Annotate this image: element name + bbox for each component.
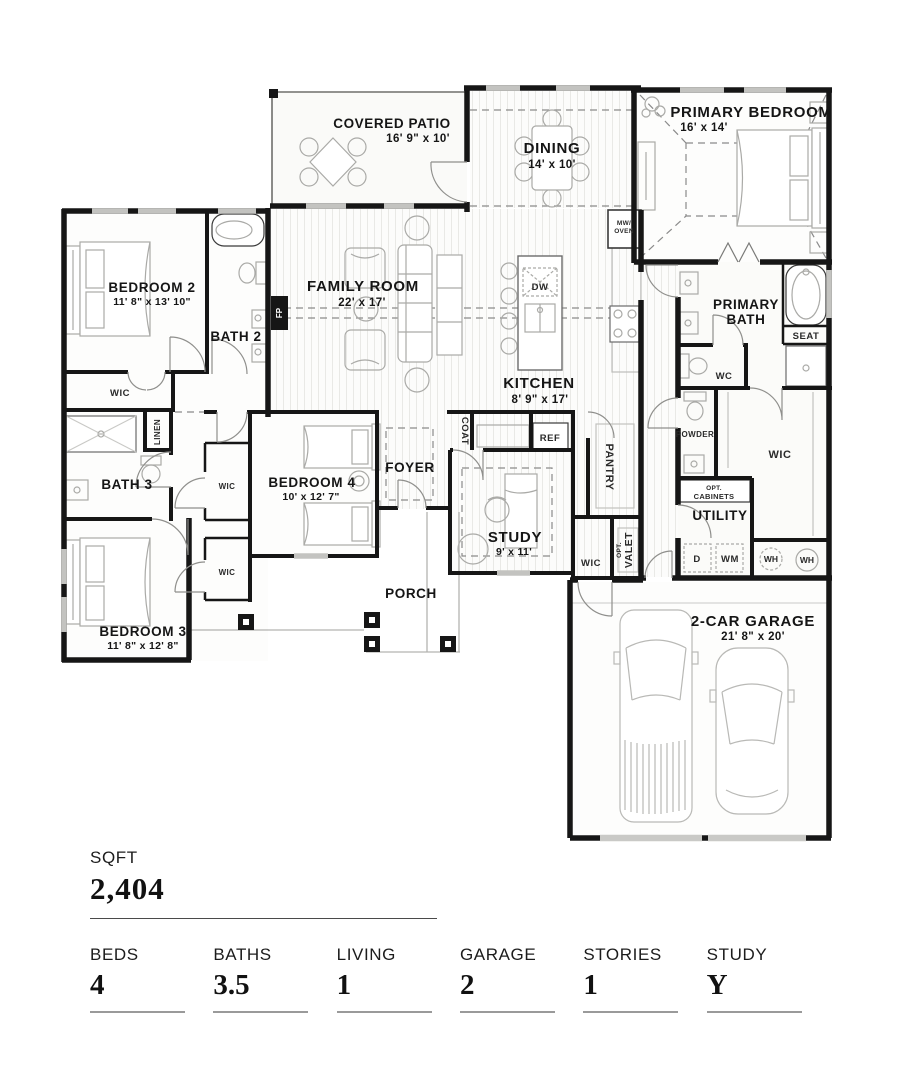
stat-living: LIVING 1 [336, 945, 460, 1013]
garage-label: GARAGE [459, 945, 537, 964]
bedroom4-label: BEDROOM 4 [268, 475, 355, 490]
wic-primary-label: WIC [769, 449, 792, 461]
garage-divider [459, 1011, 555, 1013]
windows [61, 85, 832, 842]
valet-opt-label: OPT. [616, 542, 623, 558]
dryer-label: D [693, 554, 700, 565]
study-dims: 9' x 11' [496, 546, 532, 558]
powder-label: POWDER [676, 430, 714, 439]
primary-bath-label-2: BATH [727, 312, 766, 327]
coat-label: COAT [459, 417, 470, 445]
sqft-block: SQFT 2,404 [90, 848, 830, 919]
family-room-label: FAMILY ROOM [307, 278, 419, 295]
dining-label: DINING [524, 140, 581, 157]
ref-label: REF [540, 433, 561, 444]
bedroom3-dims: 11' 8" x 12' 8" [107, 640, 178, 652]
wc-label: WC [716, 371, 733, 382]
stats-row: BEDS 4 BATHS 3.5 LIVING 1 GARAGE 2 STORI… [90, 945, 830, 1013]
fireplace-label: FP [275, 307, 284, 318]
stat-stories: STORIES 1 [583, 945, 706, 1013]
porch-columns [238, 612, 456, 652]
valet-label: VALET [623, 532, 635, 568]
study-value: Y [706, 969, 728, 1001]
study-divider [706, 1011, 802, 1013]
study-label: STUDY [488, 529, 542, 546]
microwave-label-1: MW/ [617, 220, 631, 227]
pantry-label: PANTRY [603, 444, 615, 491]
dishwasher-label: DW [532, 282, 549, 293]
family-room-dims: 22' x 17' [338, 297, 385, 309]
bedroom4-dims: 10' x 12' 7" [282, 491, 339, 503]
room-labels: COVERED PATIO 16' 9" x 10' DINING 14' x … [99, 104, 831, 652]
stat-garage: GARAGE 2 [459, 945, 583, 1013]
primary-bath-label-1: PRIMARY [713, 297, 779, 312]
sqft-value: 2,404 [90, 871, 165, 906]
opt-cabinets-label-2: CABINETS [694, 492, 735, 501]
garage-dims: 21' 8" x 20' [721, 631, 785, 643]
garage-value: 2 [459, 969, 475, 1001]
bedroom2-label: BEDROOM 2 [108, 280, 195, 295]
water-heater-label-2: WH [800, 555, 814, 565]
study-label: STUDY [706, 945, 768, 964]
stat-beds: BEDS 4 [90, 945, 213, 1013]
beds-value: 4 [90, 969, 105, 1001]
kitchen-label: KITCHEN [503, 375, 575, 392]
baths-divider [213, 1011, 309, 1013]
wic-bedroom3-label: WIC [219, 568, 236, 577]
stories-label: STORIES [583, 945, 662, 964]
sqft-divider [90, 918, 437, 919]
sqft-label: SQFT [90, 848, 138, 867]
microwave-label-2: OVEN [614, 228, 634, 235]
beds-label: BEDS [90, 945, 139, 964]
baths-label: BATHS [213, 945, 272, 964]
foyer-label: FOYER [385, 460, 435, 475]
washer-label: WM [721, 554, 739, 565]
patio-outline [269, 89, 467, 206]
furniture [65, 96, 829, 823]
wic-bedroom4-label: WIC [219, 482, 236, 491]
bath3-label: BATH 3 [101, 477, 152, 492]
linen-label: LINEN [153, 419, 162, 445]
seat-label: SEAT [793, 331, 820, 342]
fireplace [271, 296, 288, 330]
baths-value: 3.5 [213, 969, 250, 1001]
floor-plan-svg: COVERED PATIO 16' 9" x 10' DINING 14' x … [61, 85, 832, 842]
covered-patio-label: COVERED PATIO [333, 116, 451, 131]
stories-value: 1 [583, 969, 598, 1001]
bath2-label: BATH 2 [210, 329, 261, 344]
living-label: LIVING [336, 945, 396, 964]
wic-bedroom2-label: WIC [110, 388, 130, 399]
stats-section: SQFT 2,404 BEDS 4 BATHS 3.5 LIVING 1 GAR… [90, 848, 830, 1013]
opt-cabinets-label-1: OPT. [706, 485, 722, 492]
covered-patio-dims: 16' 9" x 10' [386, 133, 450, 145]
primary-bedroom-dims: 16' x 14' [680, 122, 727, 134]
doors [127, 161, 783, 617]
garage-label: 2-CAR GARAGE [691, 613, 815, 630]
stat-baths: BATHS 3.5 [213, 945, 336, 1013]
wic-study-label: WIC [581, 558, 601, 569]
porch-label: PORCH [385, 586, 437, 601]
stat-study: STUDY Y [706, 945, 830, 1013]
stories-divider [583, 1011, 679, 1013]
primary-bedroom-label: PRIMARY BEDROOM [670, 104, 831, 121]
bedroom3-label: BEDROOM 3 [99, 624, 186, 639]
porch-outline [191, 512, 460, 653]
living-value: 1 [336, 969, 352, 1001]
utility-label: UTILITY [692, 508, 747, 523]
living-divider [336, 1011, 432, 1013]
kitchen-dims: 8' 9" x 17' [512, 394, 569, 406]
bedroom2-dims: 11' 8" x 13' 10" [113, 296, 191, 308]
beds-divider [90, 1011, 185, 1013]
water-heater-label-1: WH [764, 554, 778, 564]
floor-plan: COVERED PATIO 16' 9" x 10' DINING 14' x … [61, 85, 832, 842]
dining-dims: 14' x 10' [528, 159, 575, 171]
